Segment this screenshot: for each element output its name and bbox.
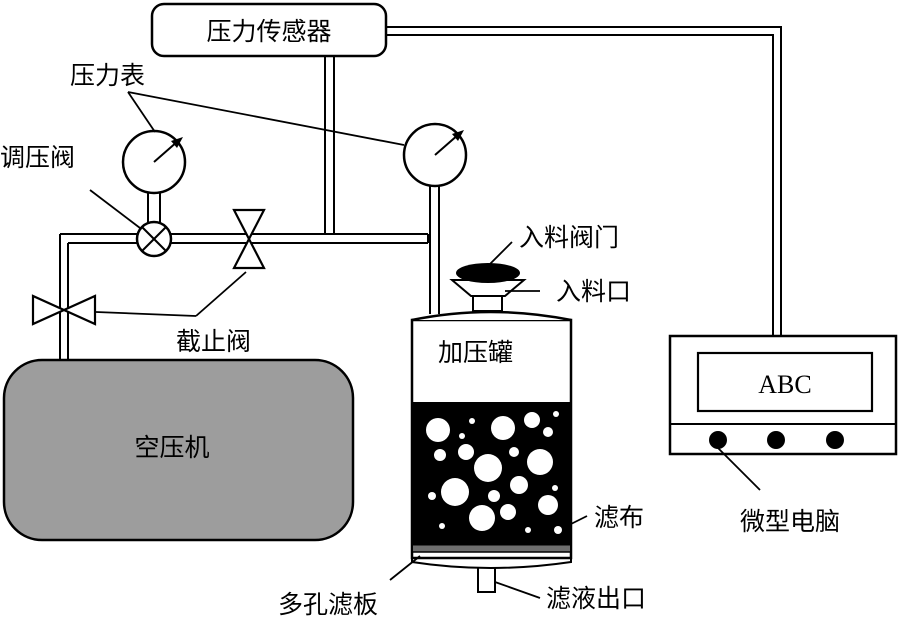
stop-valve-leaders [95, 271, 247, 317]
microcomputer-label: 微型电脑 [740, 507, 840, 536]
computer-screen [696, 351, 874, 413]
stop-valve-main [232, 208, 266, 270]
microcomputer: ABC [668, 334, 898, 456]
feed-inlet-label: 入料口 [556, 277, 631, 306]
filter-cloth-label: 滤布 [594, 503, 644, 532]
computer-button-3 [826, 431, 844, 449]
left-pressure-gauge [121, 129, 187, 229]
feed-leaders [489, 241, 540, 292]
filter-cloth-leader [570, 515, 588, 525]
sensor-pipe [324, 56, 335, 234]
feed-valve [456, 263, 520, 283]
computer-button-1 [709, 431, 727, 449]
pressure-tank: 加压罐 [410, 310, 573, 593]
air-compressor: 空压机 [2, 358, 355, 542]
pressure-gauge-label: 压力表 [70, 61, 145, 90]
signal-cable [386, 26, 782, 336]
pressure-tank-label: 加压罐 [438, 338, 513, 367]
feed-valve-label: 入料阀门 [519, 223, 619, 252]
pressure-sensor: 压力传感器 [150, 2, 388, 58]
porous-plate-leader [389, 555, 421, 581]
regulator-valve-label: 调压阀 [0, 143, 75, 172]
stop-valve-label: 截止阀 [176, 327, 251, 356]
regulator-leader [89, 189, 141, 229]
right-pressure-gauge [402, 122, 468, 188]
slurry-bubbles [426, 411, 562, 534]
filtrate-outlet-leader [494, 581, 541, 599]
computer-button-2 [767, 431, 785, 449]
filtrate-outlet-label: 滤液出口 [546, 584, 646, 613]
microcomputer-leader [717, 447, 761, 491]
pressure-sensor-label: 压力传感器 [206, 17, 331, 46]
feed-inlet [449, 279, 527, 312]
screen-text: ABC [758, 370, 811, 399]
tank-pipe [429, 180, 440, 314]
porous-plate-label: 多孔滤板 [278, 590, 378, 618]
regulator-valve [135, 220, 173, 258]
gauge-leader-lines [127, 91, 405, 146]
air-compressor-label: 空压机 [134, 433, 209, 462]
stop-valve-left [31, 294, 97, 326]
